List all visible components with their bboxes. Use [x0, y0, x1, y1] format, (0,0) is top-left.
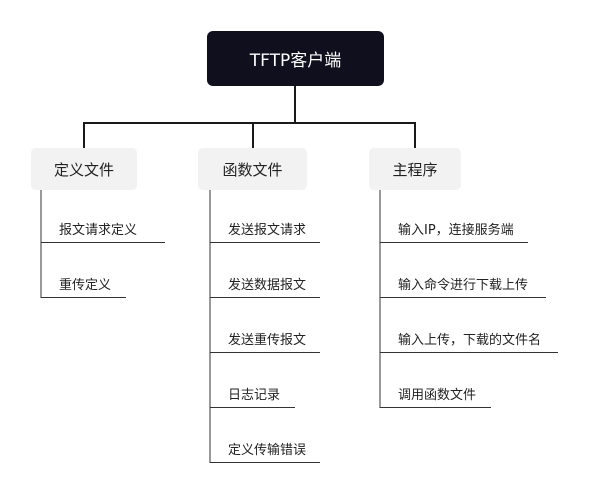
leaf-item[interactable]: 报文请求定义: [41, 215, 165, 243]
leaf-item[interactable]: 定义传输错误: [210, 435, 320, 463]
leaf-label: 日志记录: [228, 388, 281, 403]
root-label: TFTP客户端: [249, 51, 342, 71]
leaf-item[interactable]: 重传定义: [41, 270, 126, 298]
leaf-item[interactable]: 发送数据报文: [210, 270, 320, 298]
leaf-label: 调用函数文件: [398, 388, 477, 403]
leaf-label: 重传定义: [59, 278, 112, 293]
category-node-functions[interactable]: 函数文件: [198, 148, 307, 190]
category-label: 定义文件: [53, 160, 114, 179]
root-node[interactable]: TFTP客户端: [207, 31, 384, 86]
leaf-item[interactable]: 发送重传报文: [210, 325, 320, 353]
leaf-label: 报文请求定义: [59, 223, 138, 238]
category-label: 函数文件: [222, 160, 283, 179]
leaf-label: 输入命令进行下载上传: [398, 278, 529, 293]
leaf-label: 发送数据报文: [228, 278, 307, 293]
leaf-item[interactable]: 日志记录: [210, 380, 295, 408]
leaf-label: 发送重传报文: [228, 333, 307, 348]
category-label: 主程序: [392, 160, 438, 179]
category-node-main-program[interactable]: 主程序: [369, 148, 461, 190]
leaf-label: 输入上传，下载的文件名: [398, 333, 542, 348]
leaf-label: 定义传输错误: [228, 443, 307, 458]
category-node-definitions[interactable]: 定义文件: [31, 148, 137, 190]
leaf-label: 输入IP，连接服务端: [398, 223, 514, 238]
leaf-item[interactable]: 调用函数文件: [380, 380, 491, 408]
leaf-item[interactable]: 输入命令进行下载上传: [380, 270, 546, 298]
leaf-label: 发送报文请求: [228, 223, 307, 238]
leaf-item[interactable]: 输入上传，下载的文件名: [380, 325, 558, 353]
leaf-item[interactable]: 发送报文请求: [210, 215, 320, 243]
leaf-item[interactable]: 输入IP，连接服务端: [380, 215, 528, 243]
